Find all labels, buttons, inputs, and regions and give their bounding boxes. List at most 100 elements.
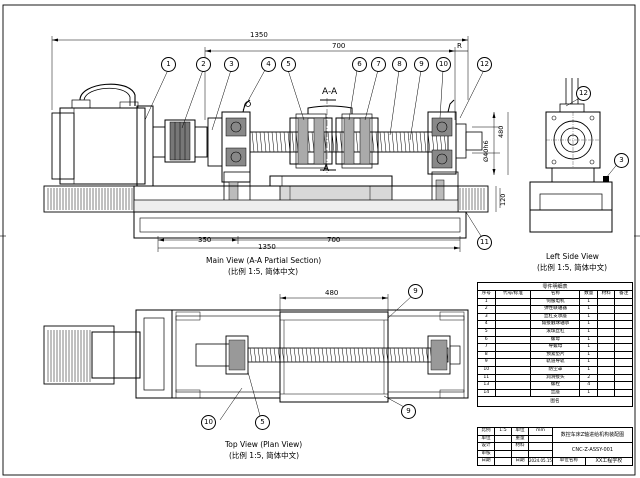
parts-cell <box>494 388 532 398</box>
sheet-border <box>2 4 636 476</box>
main-view-scale: (比例 1:5, 简体中文) <box>228 267 299 276</box>
plan-view-title: Top View (Plan View) <box>225 440 303 449</box>
parts-cell: 滚珠丝杠 <box>530 327 581 337</box>
parts-cell: 1 <box>579 388 598 398</box>
parts-cell <box>614 343 633 352</box>
plan-left-bellows <box>43 325 115 385</box>
tb-check-label: 审核 <box>477 449 495 459</box>
parts-cell: 14 <box>477 388 496 398</box>
dim-r-mark: R <box>457 42 462 50</box>
parts-cell: 1 <box>579 343 598 352</box>
parts-cell: 6 <box>477 335 496 345</box>
parts-cell <box>596 365 616 375</box>
tb-weight-label: 重量 <box>511 434 529 444</box>
parts-cell <box>494 297 532 307</box>
tb-org-label: 单位名称 <box>551 457 586 466</box>
parts-cell <box>596 381 616 390</box>
parts-cell: 4 <box>579 381 598 390</box>
parts-cell <box>596 320 616 329</box>
parts-cell: 7 <box>477 343 496 352</box>
balloon-side-12: 12 <box>576 86 591 101</box>
parts-cell: 1 <box>579 320 598 329</box>
tb-unit-label: 单位 <box>511 427 529 436</box>
parts-cell <box>614 305 633 314</box>
parts-cell <box>614 373 633 383</box>
dim-700-bottom: 700 <box>327 236 341 244</box>
parts-list-footer: 图名 <box>477 396 633 408</box>
parts-cell <box>614 320 633 329</box>
parts-list-header: 序号代号/标准名称数量材料备注 <box>477 290 633 299</box>
parts-cell: 润滑接头 <box>530 373 581 383</box>
parts-cell: 伺服电机 <box>530 297 581 307</box>
balloon-main-6: 6 <box>352 57 367 72</box>
parts-cell: 8 <box>477 350 496 360</box>
balloon-main-4: 4 <box>261 57 276 72</box>
balloon-main-2: 2 <box>196 57 211 72</box>
parts-cell <box>494 312 532 322</box>
parts-cell <box>596 327 616 337</box>
balloon-plan-9: 9 <box>401 404 416 419</box>
tb-drawing-title: 数控车床Z轴进给机构装配图 <box>551 426 634 444</box>
tb-scale-label: 比例 <box>477 427 495 436</box>
parts-cell <box>614 358 633 367</box>
parts-cell: 角接触球轴承 <box>530 320 581 329</box>
parts-cell <box>494 305 532 314</box>
right-bellows <box>457 185 489 213</box>
tb-row2-label: 单位 <box>477 434 495 444</box>
parts-cell: 10 <box>477 365 496 375</box>
balloon-plan-10: 10 <box>201 415 216 430</box>
parts-cell: 1 <box>579 297 598 307</box>
work-table-top <box>269 175 393 187</box>
parts-cell <box>596 343 616 352</box>
balloon-main-8: 8 <box>392 57 407 72</box>
parts-cell: 1 <box>579 365 598 375</box>
parts-cell: 导螺母 <box>530 343 581 352</box>
parts-cell <box>614 350 633 360</box>
dim-480-vertical: 480 <box>497 125 505 138</box>
parts-cell: 1 <box>579 327 598 337</box>
left-bellows <box>43 185 135 213</box>
parts-cell <box>494 327 532 337</box>
balloon-main-3: 3 <box>224 57 239 72</box>
parts-cell: 2 <box>477 305 496 314</box>
parts-cell: 2 <box>579 373 598 383</box>
balloon-main-7: 7 <box>371 57 386 72</box>
title-block: 比例 1:5 单位 mm 数控车床Z轴进给机构装配图 单位 重量 设计 材料 C… <box>477 426 634 466</box>
parts-cell <box>614 388 633 398</box>
parts-cell <box>494 358 532 367</box>
parts-cell: 1 <box>477 297 496 307</box>
parts-cell <box>494 320 532 329</box>
tb-date-label: 日期 <box>511 457 529 466</box>
parts-cell <box>494 373 532 383</box>
balloon-plan-9: 9 <box>408 284 423 299</box>
main-view-title: Main View (A-A Partial Section) <box>206 256 322 265</box>
side-view-scale: (比例 1:5, 简体中文) <box>537 263 608 272</box>
bed-plate <box>133 211 467 239</box>
parts-cell <box>494 335 532 345</box>
parts-cell: 1 <box>579 358 598 367</box>
tb-approve-label: 日期 <box>477 457 495 466</box>
side-view-title: Left Side View <box>546 252 599 261</box>
parts-cell: 螺母 <box>530 335 581 345</box>
parts-col-header: 序号 <box>477 290 496 299</box>
leader-lines <box>144 69 620 424</box>
screw-nut <box>289 117 333 165</box>
parts-cell: 螺栓 <box>530 381 581 390</box>
parts-cell <box>614 327 633 337</box>
plan-work-table <box>279 311 389 403</box>
parts-cell: 4 <box>477 320 496 329</box>
balloon-plan-5: 5 <box>255 415 270 430</box>
parts-cell: 预紧垫片 <box>530 350 581 360</box>
parts-cell: 1 <box>579 335 598 345</box>
tb-date-value: 2024.05.15 <box>528 457 553 466</box>
guide-nut <box>335 117 379 165</box>
parts-list-title: 零件明细表 <box>477 282 633 291</box>
